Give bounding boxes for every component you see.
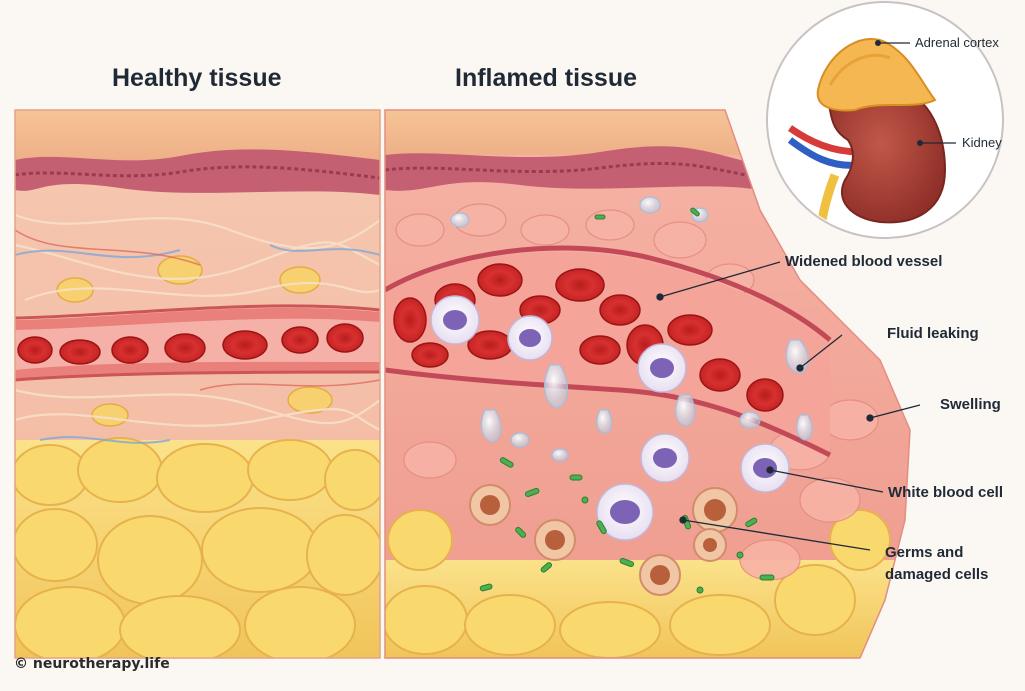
kidney-inset <box>766 1 1004 239</box>
germs-label-line1: Germs and <box>885 544 964 561</box>
white-blood-cells <box>430 295 790 541</box>
white-blood-cell-label: White blood cell <box>888 484 1003 501</box>
damaged-cells <box>469 484 738 596</box>
inflamed-tissue-title: Inflamed tissue <box>455 64 637 92</box>
swelling-label: Swelling <box>940 396 1001 413</box>
germs-label-line2: damaged cells <box>885 566 989 583</box>
credit-watermark: © neurotherapy.life <box>14 656 170 672</box>
healthy-tissue-title: Healthy tissue <box>112 64 282 92</box>
widened-vessel-label: Widened blood vessel <box>785 253 943 270</box>
germs <box>479 207 775 594</box>
adrenal-cortex-label: Adrenal cortex <box>915 35 999 50</box>
healthy-tissue-block <box>14 109 381 659</box>
fluid-leaking-label: Fluid leaking <box>887 325 979 342</box>
kidney-label: Kidney <box>962 135 1002 150</box>
callout-lines <box>656 261 921 551</box>
